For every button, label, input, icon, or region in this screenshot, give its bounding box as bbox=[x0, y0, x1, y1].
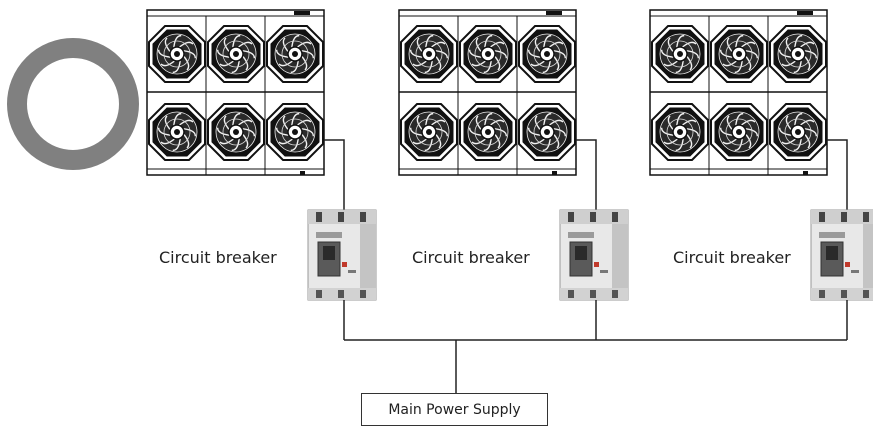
circuit-breaker-1 bbox=[308, 210, 376, 300]
main-power-supply-box: Main Power Supply bbox=[361, 393, 548, 426]
circuit-breaker-label-3: Circuit breaker bbox=[673, 248, 791, 268]
outdoor-unit-1 bbox=[147, 10, 324, 175]
main-power-supply-label: Main Power Supply bbox=[388, 402, 520, 418]
circuit-breaker-label-1: Circuit breaker bbox=[159, 248, 277, 268]
outdoor-unit-2 bbox=[399, 10, 576, 175]
circuit-breaker-2 bbox=[560, 210, 628, 300]
outdoor-unit-3 bbox=[650, 10, 827, 175]
bus-wires bbox=[344, 300, 847, 393]
ring-symbol bbox=[17, 48, 129, 160]
circuit-breaker-label-2: Circuit breaker bbox=[412, 248, 530, 268]
circuit-breaker-3 bbox=[811, 210, 873, 300]
